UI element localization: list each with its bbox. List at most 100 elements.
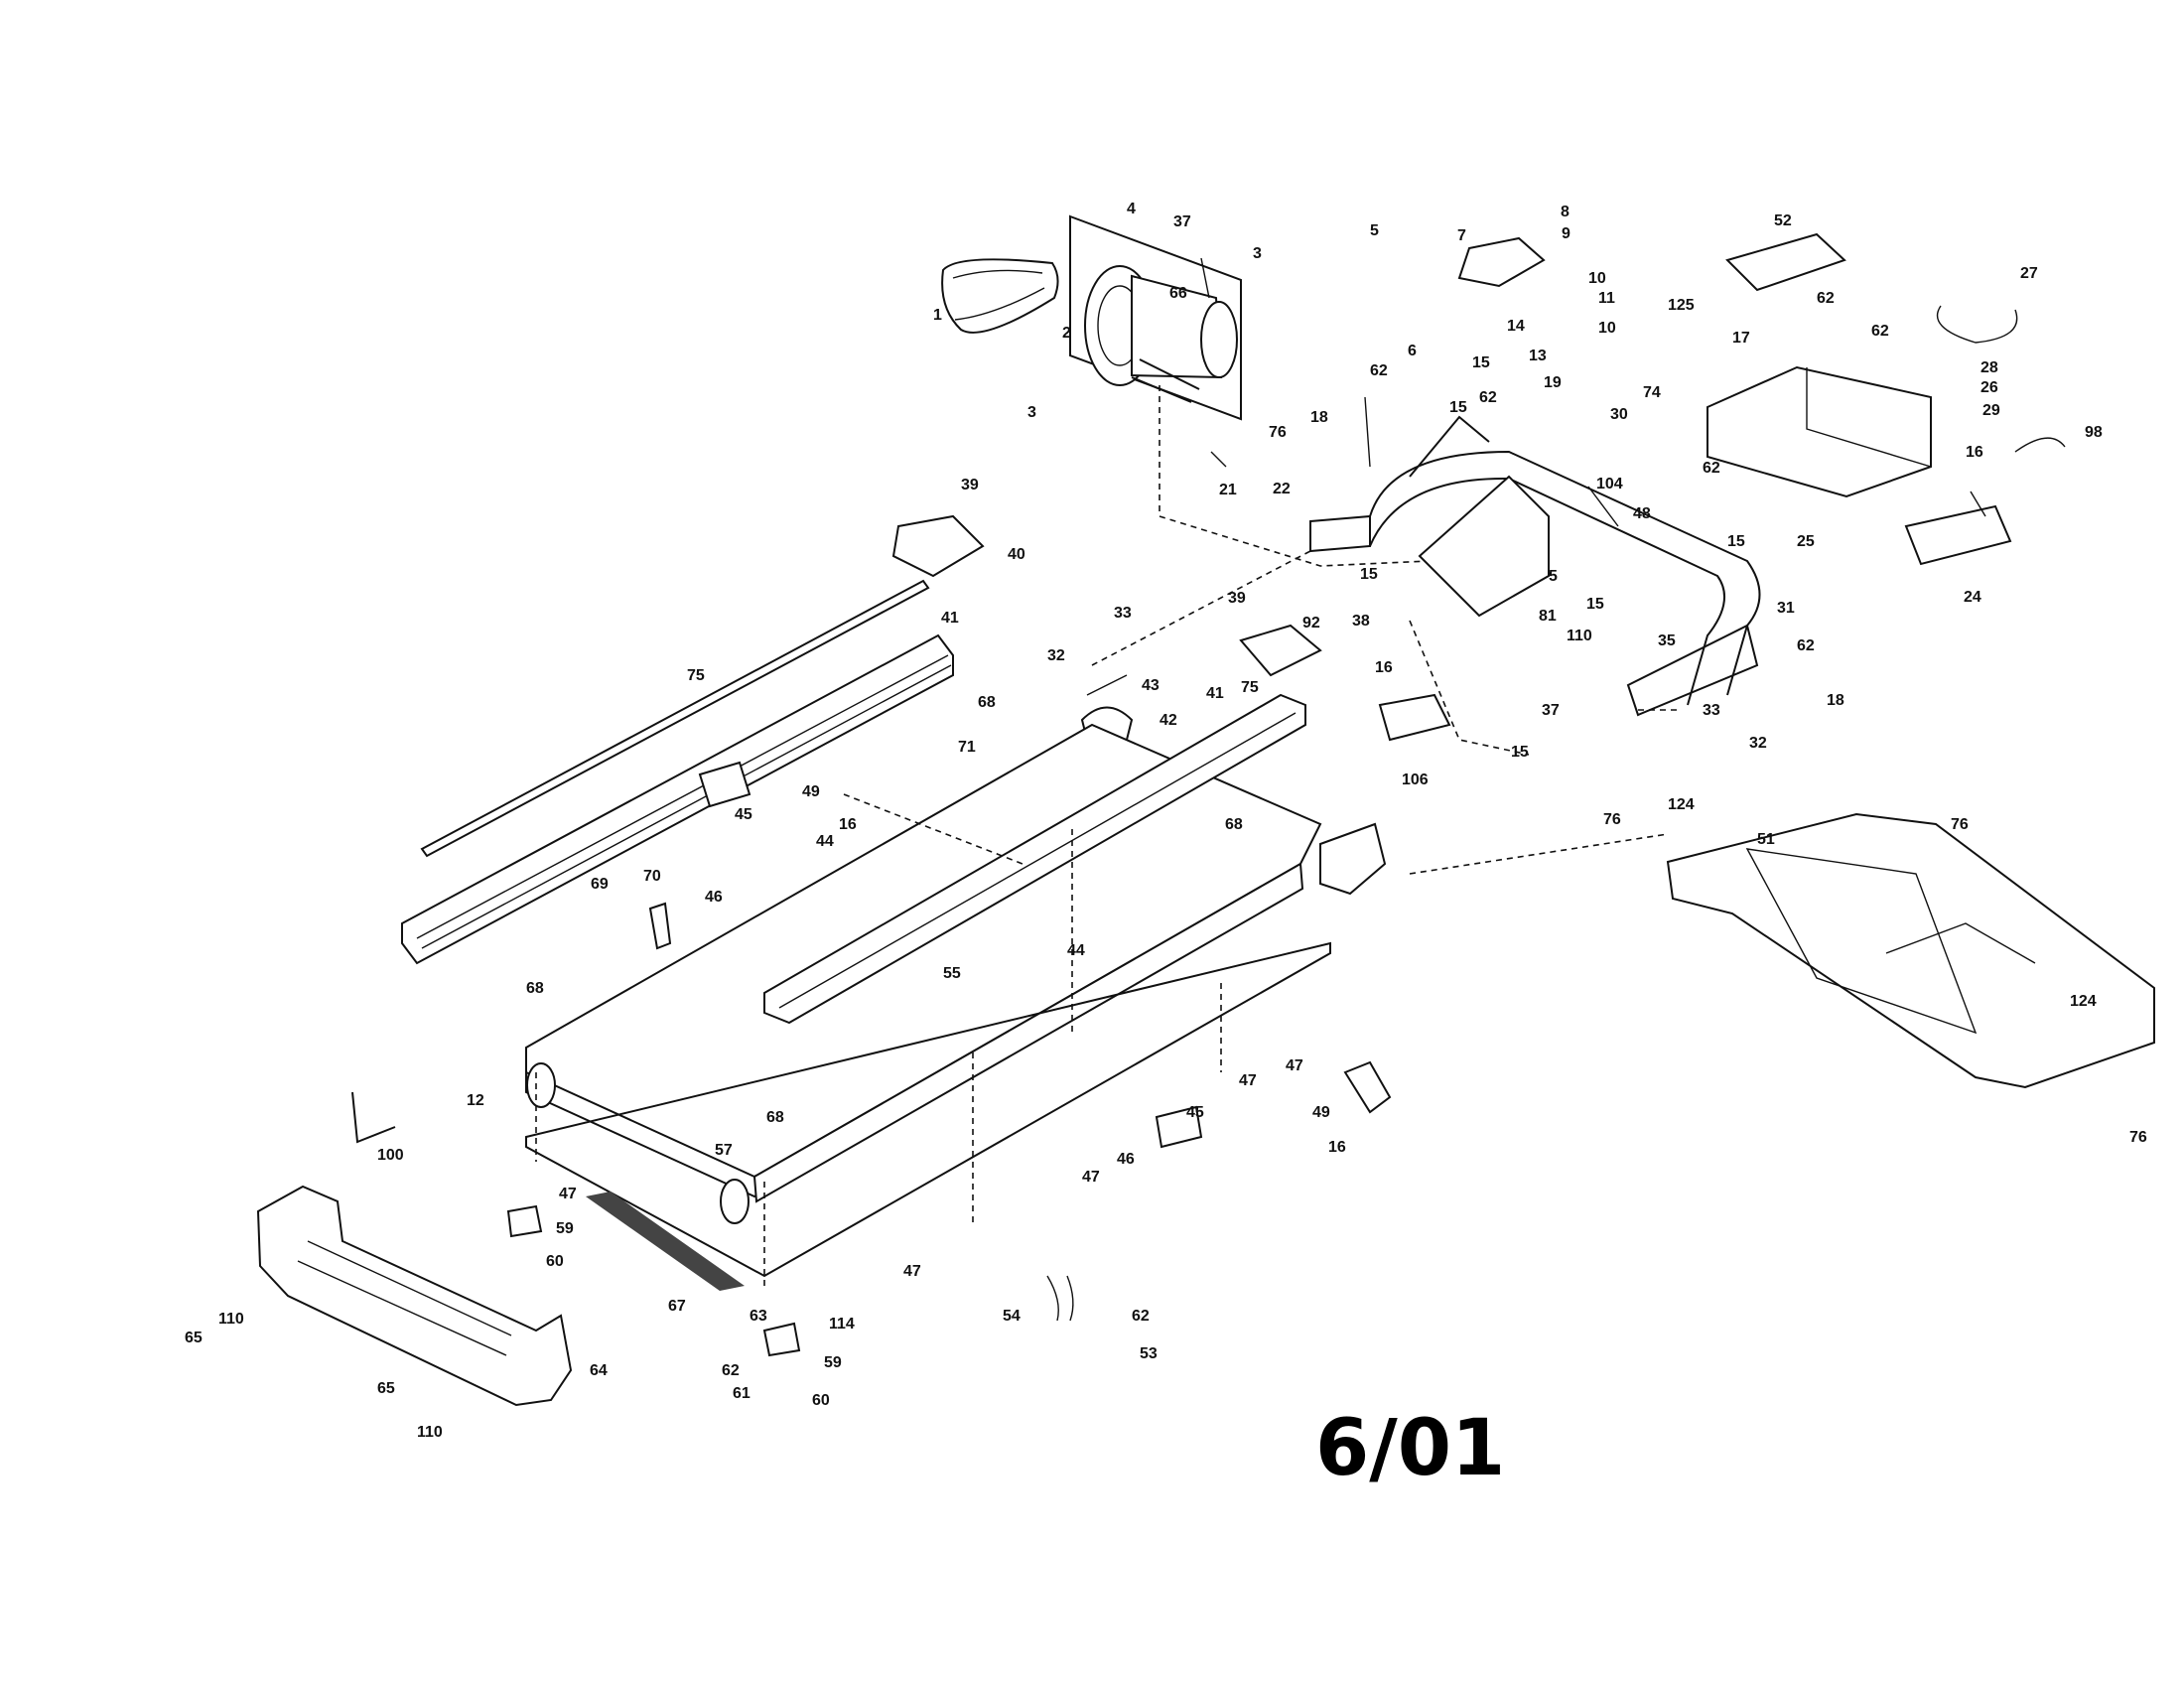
part-label-l47d: 47 xyxy=(559,1186,577,1202)
part-label-l98: 98 xyxy=(2085,424,2103,441)
part-label-l62g: 62 xyxy=(1132,1308,1150,1325)
upright-frame xyxy=(1309,415,1761,717)
part-label-l110c: 110 xyxy=(417,1424,443,1441)
part-label-l33b: 33 xyxy=(1703,702,1720,719)
front-roller-end-right xyxy=(720,1179,750,1224)
part-label-l59b: 59 xyxy=(824,1354,842,1371)
part-label-l10a: 10 xyxy=(1588,270,1606,287)
part-label-l26: 26 xyxy=(1980,379,1998,396)
vertical-alignment-lines xyxy=(535,983,1222,1291)
front-roller-end xyxy=(526,1062,556,1108)
part-label-l110a: 110 xyxy=(1567,628,1592,644)
part-label-l45b: 45 xyxy=(1186,1104,1204,1121)
part-label-l19: 19 xyxy=(1544,374,1562,391)
part-label-l76b: 76 xyxy=(1603,811,1621,828)
revision-date-stamp: 6/01 xyxy=(1315,1404,1505,1493)
part-label-l16a: 16 xyxy=(1966,444,1983,461)
part-label-l12: 12 xyxy=(467,1092,484,1109)
frame-left-foot xyxy=(1309,514,1371,553)
part-label-l65b: 65 xyxy=(377,1380,395,1397)
frame-arc xyxy=(1369,450,1761,696)
part-label-l33a: 33 xyxy=(1114,605,1132,622)
part-label-l13: 13 xyxy=(1529,348,1547,364)
part-label-l39a: 39 xyxy=(961,477,979,493)
front-hood-shell xyxy=(256,1185,573,1407)
part-label-l57: 57 xyxy=(715,1142,733,1159)
part-label-l124a: 124 xyxy=(1668,796,1695,813)
treadmill-deck xyxy=(525,693,1387,1291)
part-label-l104: 104 xyxy=(1596,476,1623,492)
frame-arc-inner xyxy=(1369,477,1725,706)
part-label-l68b: 68 xyxy=(1225,816,1243,833)
rear-foot-right xyxy=(762,1322,801,1357)
part-label-l75a: 75 xyxy=(687,667,705,684)
motor-endcap xyxy=(1200,301,1238,378)
part-label-l47a: 47 xyxy=(1239,1072,1257,1089)
part-label-l37a: 37 xyxy=(1173,213,1191,230)
part-label-l47e: 47 xyxy=(903,1263,921,1280)
part-label-l68d: 68 xyxy=(766,1109,784,1126)
motor-base xyxy=(1131,358,1200,403)
part-label-l53: 53 xyxy=(1140,1345,1158,1362)
front-foot-strip xyxy=(586,1192,745,1291)
deck-alignment-lines xyxy=(843,793,1073,1033)
left-rail-cap xyxy=(891,514,985,578)
motor-assembly xyxy=(941,214,1540,567)
part-label-l49b: 49 xyxy=(1312,1104,1330,1121)
part-label-l37b: 37 xyxy=(1542,702,1560,719)
part-label-l76a: 76 xyxy=(1269,424,1287,441)
part-label-l27: 27 xyxy=(2020,265,2038,282)
part-label-l3b: 3 xyxy=(1027,404,1036,421)
part-label-l40: 40 xyxy=(1008,546,1025,563)
part-label-l38: 38 xyxy=(1352,613,1370,630)
right-rail-cap xyxy=(1239,624,1322,677)
lift-clip xyxy=(648,902,672,950)
part-label-l110b: 110 xyxy=(218,1311,244,1328)
motor-hood-shell xyxy=(1666,812,2155,1089)
fastener-leaders xyxy=(506,257,1986,1357)
isolator-block xyxy=(698,761,751,808)
part-label-l46b: 46 xyxy=(1117,1151,1135,1168)
part-label-l4: 4 xyxy=(1127,201,1136,217)
part-label-l16d: 16 xyxy=(1328,1139,1346,1156)
part-label-l29: 29 xyxy=(1982,402,2000,419)
part-label-l63: 63 xyxy=(750,1308,767,1325)
part-label-l65a: 65 xyxy=(185,1330,203,1346)
circuit-breaker-box xyxy=(1904,504,2012,566)
front-hood xyxy=(256,1091,573,1407)
frame-right-foot xyxy=(1626,624,1759,717)
part-label-l46a: 46 xyxy=(705,889,723,906)
part-label-l71: 71 xyxy=(958,739,976,756)
part-label-l15e: 15 xyxy=(1586,596,1604,613)
part-label-l6: 6 xyxy=(1408,343,1417,359)
part-label-l31: 31 xyxy=(1777,600,1795,617)
part-label-l60a: 60 xyxy=(546,1253,564,1270)
power-cord-coil xyxy=(1936,305,2018,344)
front-hood-channel xyxy=(297,1240,512,1356)
part-label-l11: 11 xyxy=(1598,290,1615,307)
part-label-l16b: 16 xyxy=(1375,659,1393,676)
frame-bottom xyxy=(525,941,1331,1278)
part-label-l51: 51 xyxy=(1757,831,1775,848)
part-label-l45a: 45 xyxy=(735,806,752,823)
part-label-l62b: 62 xyxy=(1871,323,1889,340)
part-label-l3a: 3 xyxy=(1253,245,1262,262)
part-label-l47c: 47 xyxy=(1082,1169,1100,1186)
part-label-l43: 43 xyxy=(1142,677,1160,694)
rear-roller-bracket xyxy=(1319,822,1387,896)
part-number-labels: 1233437665678910111013141552125176262272… xyxy=(185,201,2147,1441)
part-label-l62f: 62 xyxy=(1797,637,1815,654)
part-label-l30: 30 xyxy=(1610,406,1628,423)
part-label-l25: 25 xyxy=(1797,533,1815,550)
frame-gusset xyxy=(1409,415,1490,478)
part-label-l81: 81 xyxy=(1539,608,1557,625)
part-label-l60b: 60 xyxy=(812,1392,830,1409)
part-label-l68a: 68 xyxy=(978,694,996,711)
controller-assembly xyxy=(1457,232,2066,566)
part-label-l15f: 15 xyxy=(1511,744,1529,761)
hood-bracket-crease xyxy=(1806,367,1932,468)
part-label-l74: 74 xyxy=(1643,384,1661,401)
part-label-l70: 70 xyxy=(643,868,661,885)
part-label-l62c: 62 xyxy=(1370,362,1388,379)
